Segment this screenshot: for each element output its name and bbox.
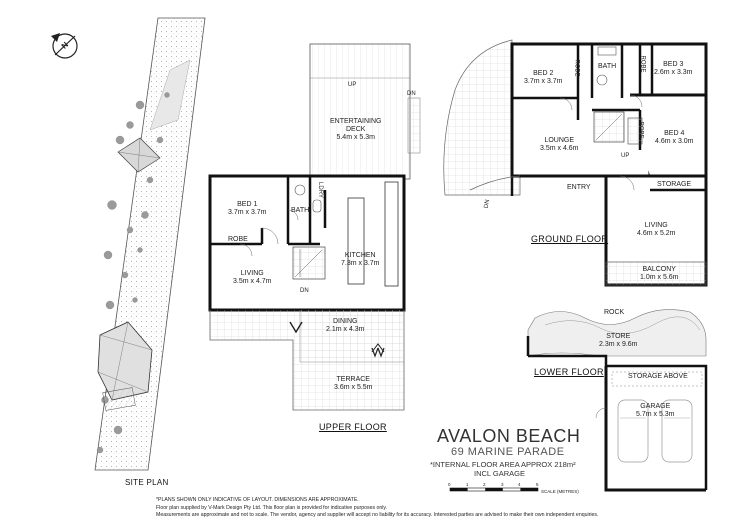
ground-floor-heading: GROUND FLOOR	[531, 234, 609, 244]
scale-bar	[449, 487, 539, 492]
room-storage: STORAGE	[657, 181, 692, 188]
stair-dn-label: DN	[300, 288, 309, 294]
room-garage: GARAGE 5.7m x 5.3m	[636, 403, 675, 418]
scale-tick-3: 3	[501, 482, 504, 487]
scale-tick-2: 2	[483, 482, 486, 487]
room-bed2: BED 2 3.7m x 3.7m	[524, 70, 563, 85]
floor-area-note: *INTERNAL FLOOR AREA APPROX 218m²	[430, 460, 576, 469]
room-lounge: LOUNGE 3.5m x 4.6m	[540, 137, 579, 152]
room-terrace: TERRACE 3.6m x 5.5m	[334, 376, 373, 391]
compass-icon	[51, 33, 78, 59]
room-bed3: BED 3 2.6m x 3.3m	[654, 61, 693, 76]
room-robe-bed3: ROBE	[639, 55, 646, 73]
upper-floor-heading: UPPER FLOOR	[319, 422, 387, 432]
stair-up-label: UP	[621, 153, 630, 159]
room-dining: DINING 2.1m x 4.3m	[326, 318, 365, 333]
ground-floor-plan	[443, 39, 708, 287]
site-plan-drawing	[94, 17, 206, 471]
room-entry: ENTRY	[567, 184, 591, 191]
room-living-upper: LIVING 3.5m x 4.7m	[233, 270, 272, 285]
ground-dn-label: DN	[483, 199, 492, 209]
deck-up-label: UP	[348, 82, 357, 88]
room-living-ground: LIVING 4.6m x 5.2m	[637, 222, 676, 237]
lower-floor-heading: LOWER FLOOR	[534, 367, 604, 377]
footer-disclaimer-2: Floor plan supplied by V-Mark Design Pty…	[156, 505, 388, 511]
room-bath: BATH	[291, 207, 310, 214]
scale-tick-5: 5	[536, 482, 539, 487]
footer-disclaimer-3: Measurements are approximate and not to …	[156, 512, 599, 518]
rock-label: ROCK	[604, 309, 625, 316]
scale-tick-1: 1	[466, 482, 469, 487]
room-robe: ROBE	[228, 236, 248, 243]
floor-area-note-2: INCL GARAGE	[474, 469, 525, 478]
room-balcony: BALCONY 1.0m x 5.6m	[640, 266, 679, 281]
upper-floor-plan	[208, 43, 421, 411]
scale-tick-4: 4	[518, 482, 521, 487]
storage-above-label: STORAGE ABOVE	[628, 373, 688, 380]
room-bed4: BED 4 4.6m x 3.0m	[655, 130, 694, 145]
room-robe-bed2: ROBE	[573, 59, 580, 77]
suburb-title: AVALON BEACH	[437, 426, 581, 446]
scale-label: SCALE (METRES)	[541, 489, 579, 494]
room-ldry: LDRY	[316, 182, 323, 198]
site-plan-label: SITE PLAN	[125, 478, 169, 487]
room-bath-ground: BATH	[598, 63, 617, 70]
room-kitchen: KITCHEN 7.3m x 3.7m	[341, 252, 380, 267]
scale-tick-0: 0	[448, 482, 451, 487]
room-deck: ENTERTAINING DECK 5.4m x 5.3m	[330, 118, 382, 141]
footer-disclaimer-1: *PLANS SHOWN ONLY INDICATIVE OF LAYOUT. …	[156, 497, 359, 503]
room-store: STORE 2.3m x 9.6m	[599, 333, 638, 348]
lower-floor-plan	[526, 309, 708, 492]
address-subtitle: 69 MARINE PARADE	[451, 446, 565, 458]
room-bed1: BED 1 3.7m x 3.7m	[228, 201, 267, 216]
room-robe-bed4: ROBE	[637, 121, 644, 139]
deck-dn-label: DN	[407, 91, 416, 97]
